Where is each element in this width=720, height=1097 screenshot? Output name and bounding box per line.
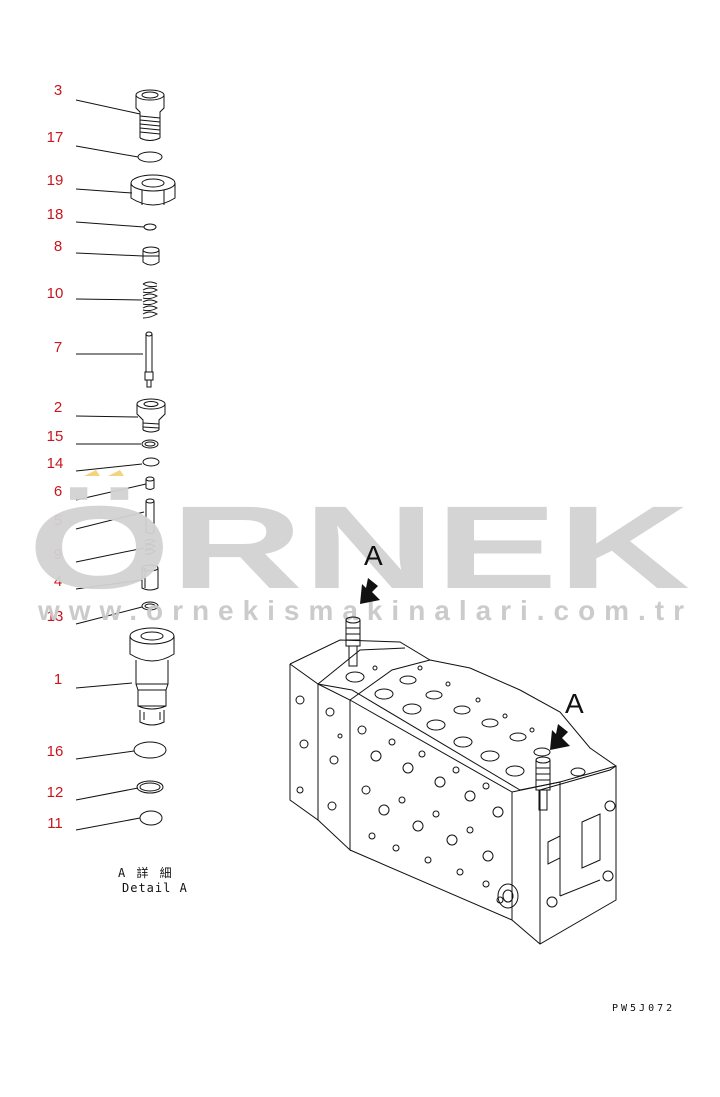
leader-11	[75, 817, 141, 831]
relief-valve-right	[535, 756, 551, 811]
leader-17	[75, 145, 139, 158]
view-arrow-right	[550, 724, 570, 750]
leader-10	[75, 298, 143, 301]
watermark: ÖRNEK www.ornekismakinalari.com.tr	[28, 470, 690, 626]
part-8-seat	[142, 246, 160, 266]
callout-10: 10	[46, 285, 64, 302]
part-19-nut	[130, 174, 176, 206]
leader-12	[75, 787, 139, 801]
part-14-o-ring	[142, 457, 160, 467]
leader-19	[75, 188, 133, 194]
drawing-code: PW5J072	[612, 1003, 676, 1014]
callout-5: 5	[53, 512, 63, 529]
watermark-accent-right	[108, 470, 124, 476]
relief-valve-left	[345, 616, 361, 667]
callout-6: 6	[53, 483, 63, 500]
part-6-plug	[145, 476, 155, 490]
leader-16	[75, 750, 135, 760]
callout-12: 12	[46, 784, 64, 801]
part-1-valve-body	[129, 627, 175, 726]
callout-3: 3	[53, 82, 63, 99]
detail-caption-en: Detail A	[122, 881, 188, 895]
part-3-plug	[135, 89, 165, 141]
callout-13: 13	[46, 608, 64, 625]
view-arrow-left	[360, 578, 380, 604]
part-12-backup-ring	[136, 780, 164, 794]
part-7-needle	[144, 331, 154, 388]
part-13-ring	[141, 601, 159, 611]
callout-15: 15	[46, 428, 64, 445]
part-2-housing	[136, 398, 166, 433]
callout-11: 11	[47, 815, 63, 832]
control-valve-assembly	[289, 616, 617, 945]
leader-14	[75, 463, 143, 472]
leader-6	[75, 483, 147, 501]
part-10-spring	[142, 281, 159, 319]
watermark-accent-left	[84, 470, 100, 476]
callout-9: 9	[53, 546, 63, 563]
leader-2	[75, 415, 139, 418]
leader-4	[75, 579, 143, 590]
callout-16: 16	[46, 743, 64, 760]
leader-3	[75, 99, 141, 115]
callout-14: 14	[46, 455, 64, 472]
part-18-ring	[143, 223, 157, 231]
callout-1: 1	[53, 671, 63, 688]
callout-7: 7	[53, 339, 63, 356]
callout-19: 19	[46, 172, 64, 189]
part-4-sleeve	[141, 564, 159, 591]
watermark-brand: ÖRNEK	[28, 482, 690, 614]
leader-5	[75, 511, 145, 530]
callout-8: 8	[53, 238, 63, 255]
part-9-spring	[144, 539, 156, 555]
view-marker-left: A	[364, 540, 383, 571]
part-16-o-ring	[133, 741, 167, 759]
callout-2: 2	[53, 399, 63, 416]
leader-18	[75, 221, 145, 228]
leader-1	[75, 682, 133, 689]
part-15-backup-ring	[141, 439, 159, 449]
callout-18: 18	[46, 206, 64, 223]
detail-caption-jp: A 詳 細	[118, 866, 174, 880]
callout-17: 17	[46, 129, 64, 146]
part-11-o-ring	[139, 810, 163, 826]
part-5-piston	[145, 498, 155, 534]
callout-4: 4	[53, 573, 63, 590]
part-17-o-ring	[137, 151, 163, 163]
leader-9	[75, 547, 145, 563]
leader-8	[75, 252, 144, 257]
leader-13	[75, 606, 143, 625]
view-marker-right: A	[565, 688, 584, 719]
